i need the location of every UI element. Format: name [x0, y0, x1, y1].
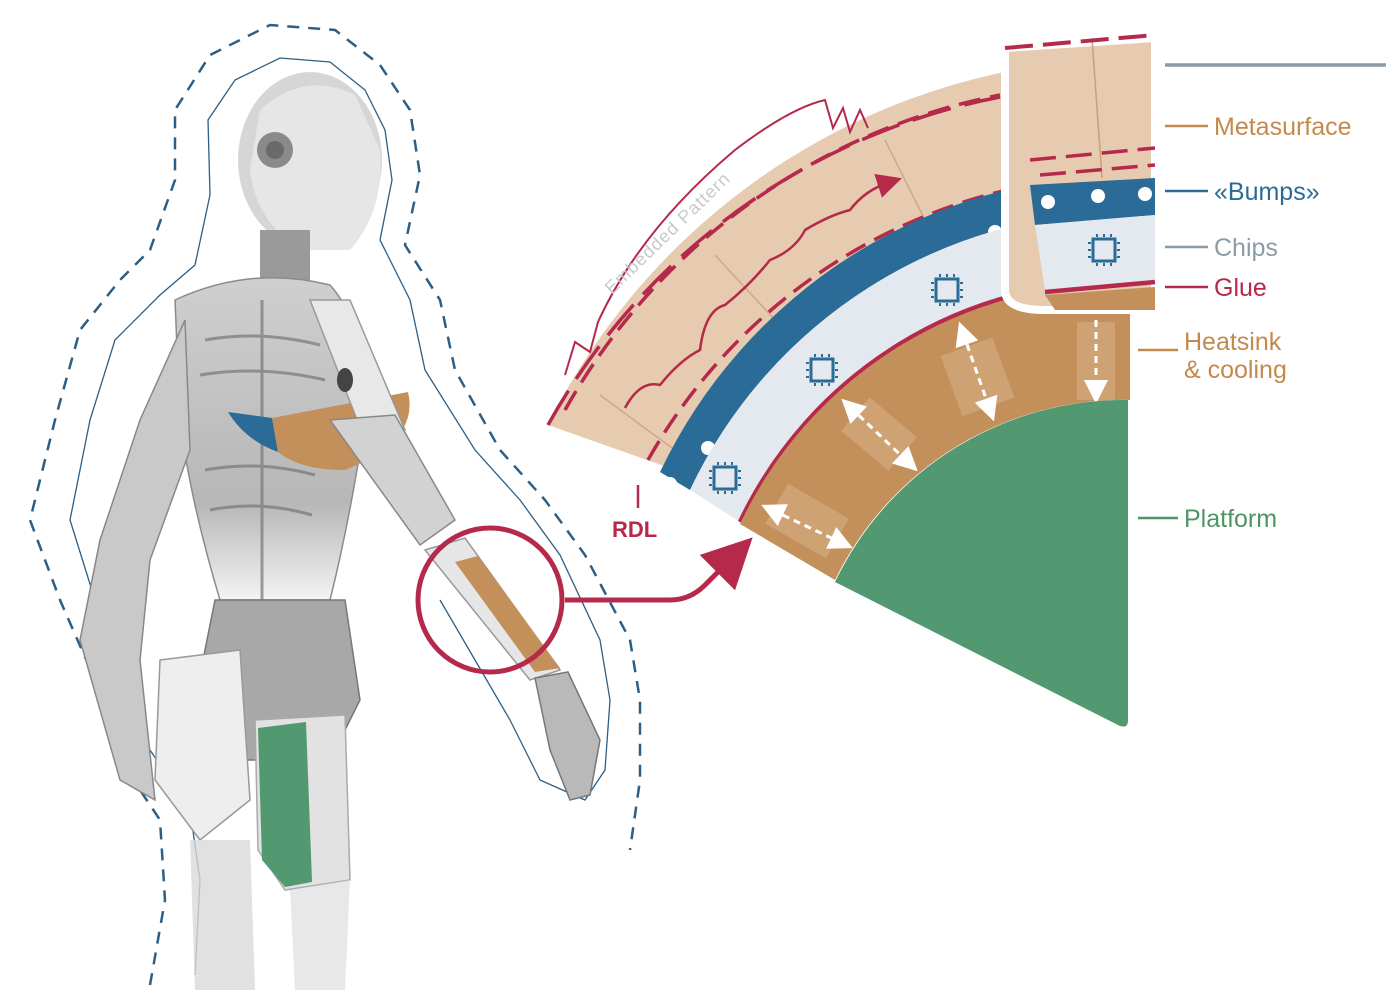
robot-hand: [535, 672, 600, 800]
label-heatsink-line1: Heatsink: [1184, 328, 1282, 356]
label-platform: Platform: [1184, 505, 1277, 533]
label-rdl: RDL: [612, 517, 657, 542]
label-bumps: «Bumps»: [1214, 178, 1320, 206]
forearm-heatsink-highlight: [455, 556, 560, 672]
robot-illustration: [30, 25, 735, 990]
zoom-arrow: [565, 555, 735, 600]
label-glue: Glue: [1214, 274, 1267, 302]
inset-zoom: [1005, 35, 1155, 310]
thigh-platform-highlight: [258, 722, 312, 887]
label-metasurface: Metasurface: [1214, 113, 1352, 141]
label-heatsink-line2: & cooling: [1184, 356, 1287, 384]
label-chips: Chips: [1214, 234, 1278, 262]
